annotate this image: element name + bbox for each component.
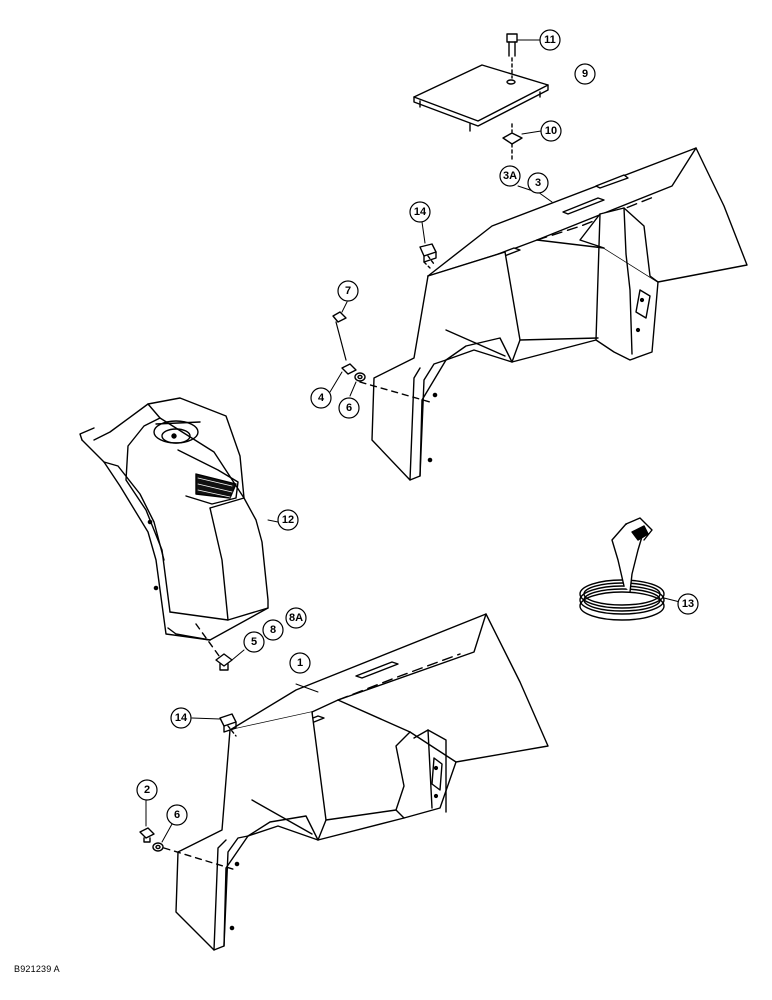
callout-2 xyxy=(136,779,158,801)
callout-label-14-lower: 14 xyxy=(175,712,188,724)
callout-label-3a: 3A xyxy=(503,170,517,182)
callout-label-2: 2 xyxy=(144,784,150,796)
callout-6-lower xyxy=(166,804,188,826)
bumper-part-14-lower xyxy=(191,713,237,737)
callout-13 xyxy=(677,593,699,615)
screw-part-7 xyxy=(332,301,348,361)
fender-part-3 xyxy=(359,147,748,481)
callout-12 xyxy=(277,509,299,531)
callout-5 xyxy=(243,631,265,653)
callout-label-14-upper: 14 xyxy=(414,206,427,218)
bolt-part-11 xyxy=(506,33,541,79)
callout-11 xyxy=(539,29,561,51)
bumper-part-14-upper xyxy=(419,221,437,269)
callout-8 xyxy=(262,619,284,641)
washer-part-4 xyxy=(329,363,357,393)
callout-label-7: 7 xyxy=(345,285,351,297)
console-part-12 xyxy=(79,397,279,661)
clip-part-10 xyxy=(502,123,542,163)
callout-label-10: 10 xyxy=(545,125,557,137)
cover-plate-part-9 xyxy=(413,64,549,132)
callout-8a xyxy=(285,607,307,629)
callout-7 xyxy=(337,280,359,302)
nut-part-6-upper xyxy=(349,372,366,397)
callout-6-upper xyxy=(338,397,360,419)
callout-9 xyxy=(574,63,596,85)
callout-label-9: 9 xyxy=(582,68,588,80)
callout-label-3: 3 xyxy=(535,177,541,189)
callout-14-upper xyxy=(409,201,431,223)
nut-part-6-lower xyxy=(152,823,173,852)
figure-id-label: B921239 A xyxy=(14,964,60,974)
callout-4 xyxy=(310,387,332,409)
callout-label-5: 5 xyxy=(251,636,257,648)
callout-label-4: 4 xyxy=(318,392,325,404)
callout-3a xyxy=(499,165,521,187)
callout-label-12: 12 xyxy=(282,514,294,526)
harness-coil-part-13 xyxy=(579,517,681,621)
callout-label-13: 13 xyxy=(682,598,694,610)
callout-1 xyxy=(289,652,311,674)
fender-part-1 xyxy=(163,613,549,951)
callout-label-8a: 8A xyxy=(289,612,303,624)
callout-label-6-lower: 6 xyxy=(174,809,180,821)
callout-label-6-upper: 6 xyxy=(346,402,352,414)
callout-10 xyxy=(540,120,562,142)
callout-label-1: 1 xyxy=(297,657,303,669)
callout-label-8: 8 xyxy=(270,624,276,636)
screw-part-2 xyxy=(139,799,155,843)
callout-14-lower xyxy=(170,707,192,729)
fastener-part-5 xyxy=(215,649,245,671)
callout-3 xyxy=(527,172,549,194)
callout-label-11: 11 xyxy=(544,34,556,46)
